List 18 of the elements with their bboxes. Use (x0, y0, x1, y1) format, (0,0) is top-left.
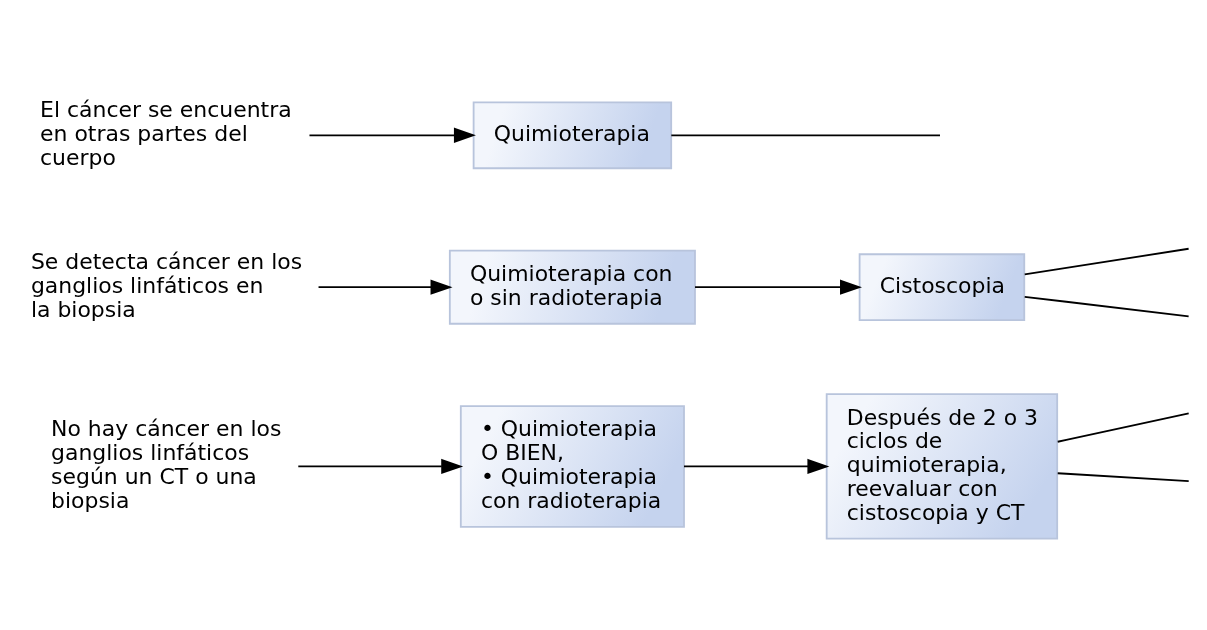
connector (1023, 295, 1190, 317)
node-box: • Quimioterapia O BIEN, • Quimioterapia con radioterapia (459, 404, 685, 528)
node-text: No hay cáncer en los ganglios linfáticos según un CT o una biopsia (51, 415, 282, 513)
node-text: El cáncer se encuentra en otras partes del cuerpo (40, 96, 292, 170)
node-box: Quimioterapia (472, 100, 673, 169)
arrow (683, 458, 830, 474)
node-box: Después de 2 o 3 ciclos de quimioterapia, reevaluar con cistoscopia y CT (825, 392, 1059, 540)
connector (670, 133, 941, 136)
arrow (308, 127, 476, 143)
arrow (694, 278, 862, 295)
connector (1056, 412, 1190, 443)
connector (1023, 247, 1190, 275)
node-box: Quimioterapia con o sin radioterapia (448, 249, 696, 325)
connector (1056, 471, 1190, 482)
node-text: Se detecta cáncer en los ganglios linfáticos en la biopsia (30, 248, 303, 322)
node-box: Cistoscopia (858, 252, 1026, 321)
arrow (297, 458, 464, 474)
arrow (317, 278, 453, 295)
